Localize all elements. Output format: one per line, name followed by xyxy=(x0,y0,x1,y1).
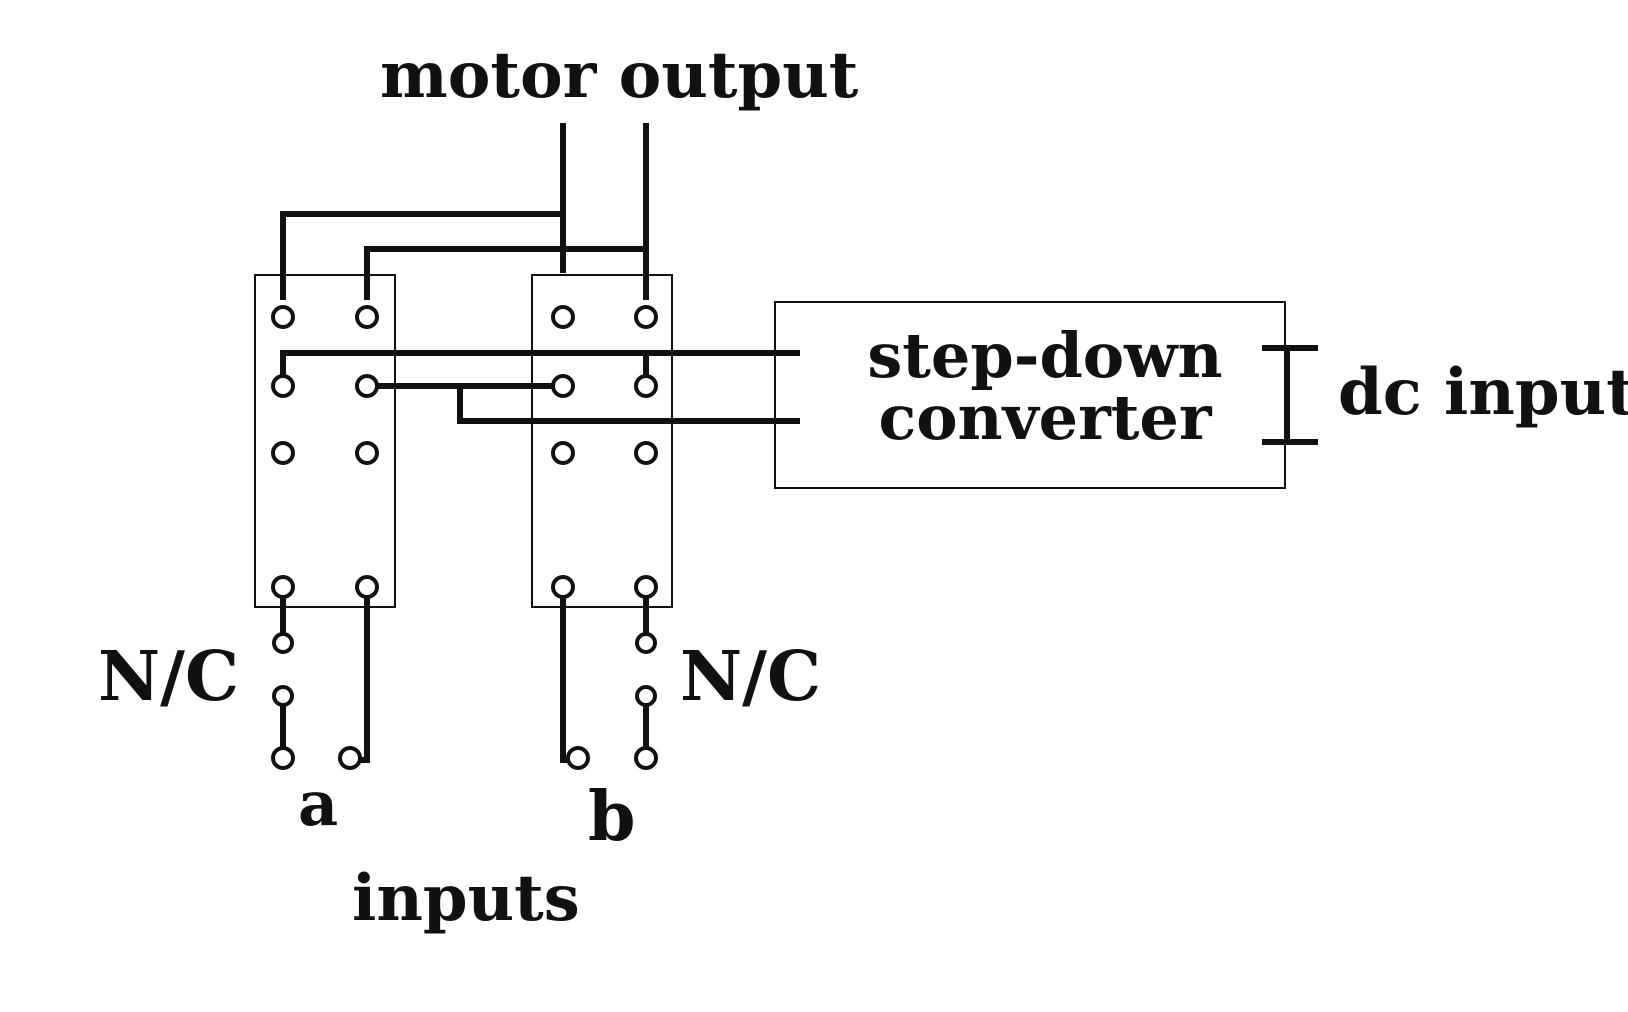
input-a-label: a xyxy=(298,767,338,840)
nc-label-left: N/C xyxy=(98,637,239,717)
terminal-circle xyxy=(271,374,295,398)
relay-a-body xyxy=(254,274,396,608)
relay-b-terminals xyxy=(551,305,658,599)
nc-switch-b xyxy=(635,632,657,707)
motor-output-label: motor output xyxy=(380,38,859,113)
converter-label-line2: converter xyxy=(878,381,1212,454)
input-a-terminal-2 xyxy=(338,746,362,770)
terminal-circle xyxy=(551,575,575,599)
terminal-circle xyxy=(271,575,295,599)
terminal-circle xyxy=(551,305,575,329)
switch-terminal-circle xyxy=(635,632,657,654)
switch-terminal-circle xyxy=(272,632,294,654)
terminal-circle xyxy=(634,305,658,329)
input-b-terminal-2 xyxy=(634,746,658,770)
terminal-circle xyxy=(271,305,295,329)
input-b-label: b xyxy=(588,777,636,857)
relay-a-input-wire xyxy=(352,592,370,763)
terminal-circle xyxy=(634,441,658,465)
input-terminals xyxy=(271,746,658,770)
switch-terminal-circle xyxy=(272,685,294,707)
relay-b-input-wire xyxy=(560,592,573,763)
terminal-circle xyxy=(355,575,379,599)
input-b-terminal-1 xyxy=(566,746,590,770)
converter-wire-upper xyxy=(280,350,800,377)
relay-a-terminals xyxy=(271,305,379,599)
converter-wire-lower xyxy=(457,383,800,424)
terminal-circle xyxy=(551,374,575,398)
terminal-circle xyxy=(271,441,295,465)
inputs-label: inputs xyxy=(352,861,580,936)
motor-output-wire-1 xyxy=(280,123,566,300)
converter-label-line1: step-down xyxy=(867,319,1222,392)
terminal-circle xyxy=(634,575,658,599)
terminal-circle xyxy=(355,374,379,398)
nc-switch-a xyxy=(272,632,294,707)
input-a-terminal-1 xyxy=(271,746,295,770)
terminal-circle xyxy=(355,441,379,465)
switch-terminal-circle xyxy=(635,685,657,707)
terminal-circle xyxy=(551,441,575,465)
dc-input-label: dc input xyxy=(1338,355,1628,430)
terminal-circle xyxy=(355,305,379,329)
terminal-circle xyxy=(634,374,658,398)
relay-b-body xyxy=(531,274,673,608)
motor-output-wire-2 xyxy=(364,123,649,300)
nc-label-right: N/C xyxy=(680,637,821,717)
